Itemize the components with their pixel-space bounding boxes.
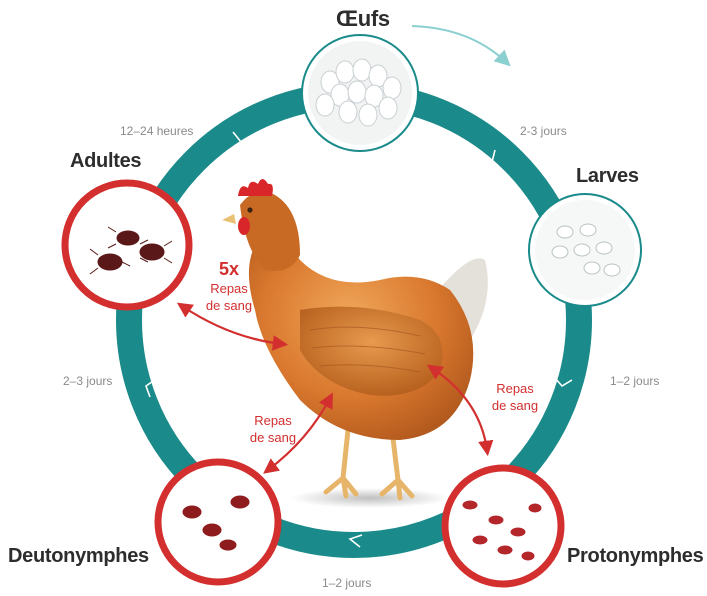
eggs-node: [302, 35, 418, 151]
protonymphs-label: Protonymphes: [567, 545, 703, 568]
deutonymphs-label: Deutonymphes: [8, 545, 149, 568]
deutonymphs-node: [158, 462, 278, 582]
direction-arrow: [412, 26, 506, 62]
adults-node: [65, 183, 189, 307]
deutonymphs-blood-meal-label: Repas de sang: [240, 412, 306, 446]
protonymphs-node: [445, 468, 561, 584]
blood-meal-multiplier: 5x: [196, 258, 262, 280]
protonymphs-blood-meal-label: Repas de sang: [482, 380, 548, 414]
adults-label: Adultes: [70, 150, 141, 173]
hen-illustration: [222, 179, 488, 508]
adults-blood-meal-label: 5x Repas de sang: [196, 258, 262, 314]
eggs-label: Œufs: [336, 6, 390, 32]
larvae-label: Larves: [576, 165, 639, 188]
deutonymphs-to-adults-duration: 2–3 jours: [63, 374, 112, 388]
adults-to-eggs-duration: 12–24 heures: [120, 124, 193, 138]
eggs-to-larvae-duration: 2-3 jours: [520, 124, 567, 138]
larvae-node: [529, 194, 641, 306]
protonymphs-to-deutonymphs-duration: 1–2 jours: [322, 576, 371, 590]
larvae-to-protonymphs-duration: 1–2 jours: [610, 374, 659, 388]
